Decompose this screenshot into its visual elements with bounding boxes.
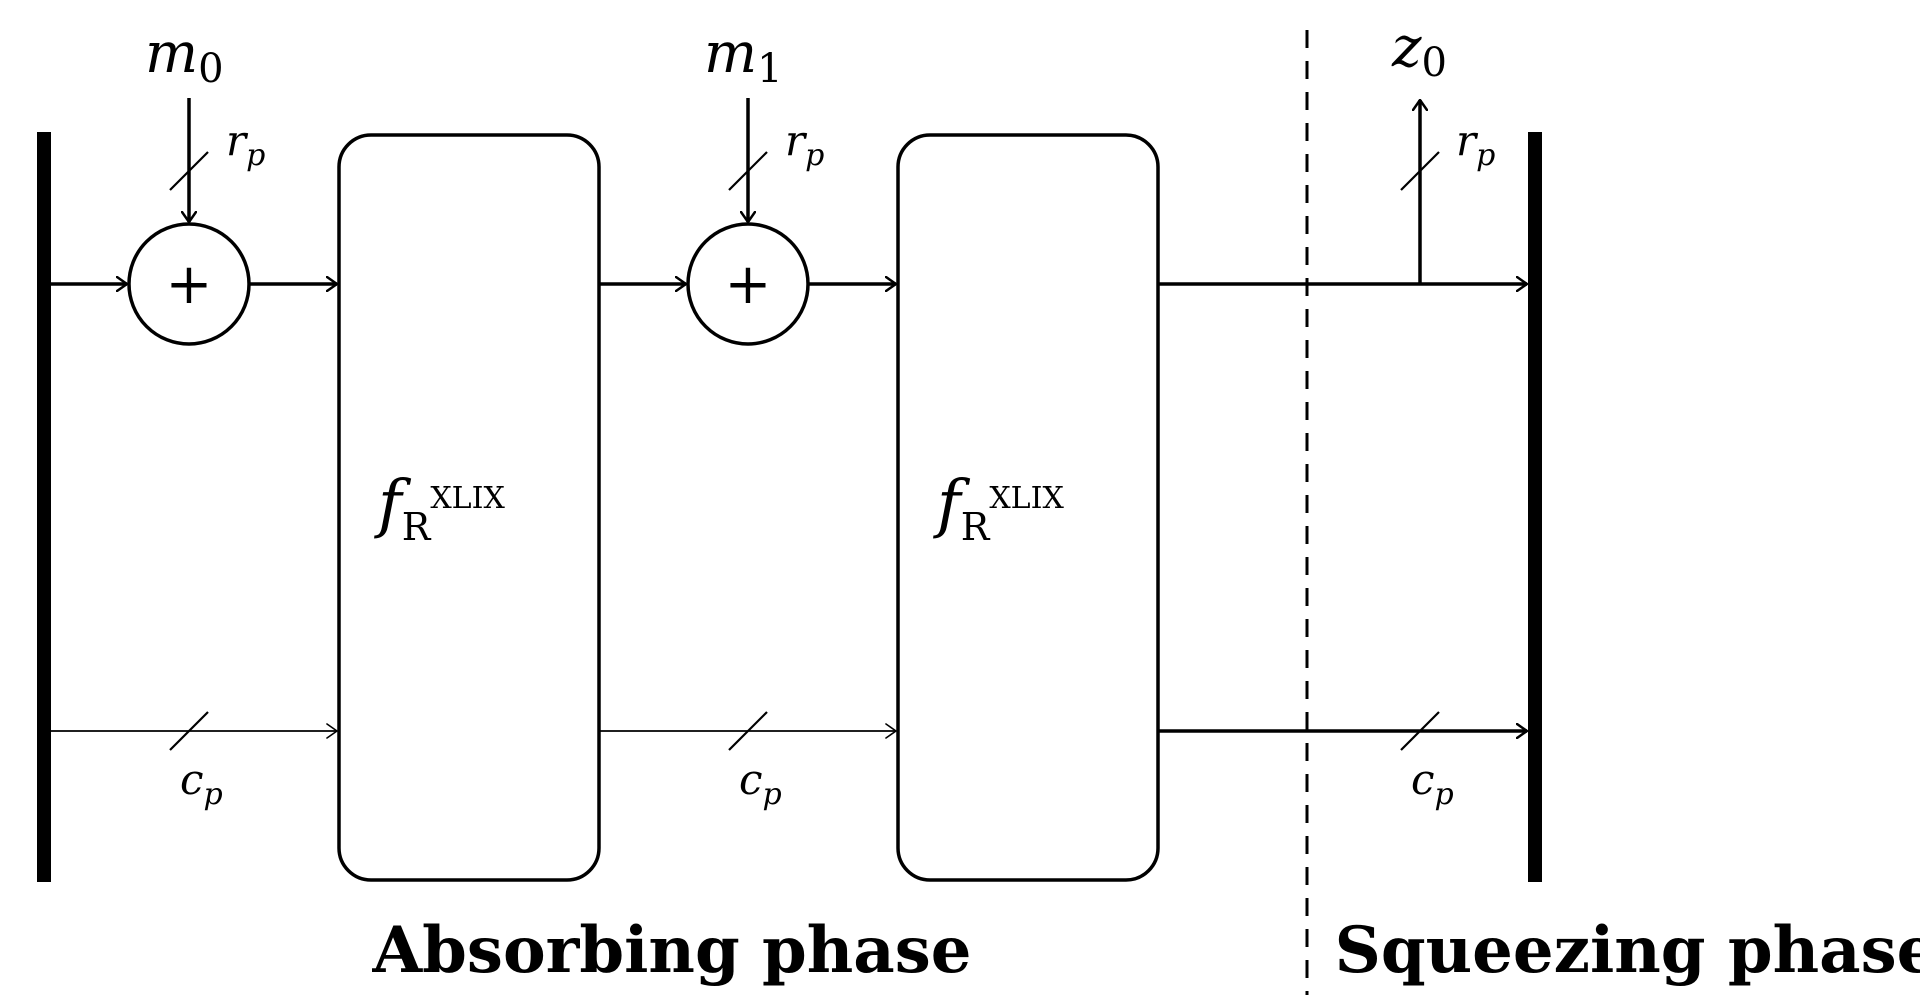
output-label-z0: z0 — [1391, 15, 1447, 86]
rate-label: rp — [226, 116, 265, 173]
capacity-label: cp — [1411, 755, 1454, 812]
absorbing-phase-title: Absorbing phase — [372, 913, 972, 988]
capacity-label: cp — [739, 755, 782, 812]
permutation-label: fRXLIX — [374, 467, 505, 549]
rate-width-tick — [169, 151, 209, 191]
capacity-width-tick — [169, 711, 209, 751]
capacity-width-tick — [1400, 711, 1440, 751]
xor-node-1: + — [127, 222, 251, 346]
capacity-width-tick — [728, 711, 768, 751]
xor-node-2: + — [686, 222, 810, 346]
rate-label: rp — [785, 116, 824, 173]
rate-width-tick — [728, 151, 768, 191]
capacity-label: cp — [180, 755, 223, 812]
xor-symbol: + — [166, 252, 213, 317]
rate-label: rp — [1456, 116, 1495, 173]
xor-symbol: + — [725, 252, 772, 317]
input-label-m0: m0 — [145, 21, 224, 92]
permutation-label: fRXLIX — [933, 467, 1064, 549]
permutation-block-1 — [337, 133, 601, 882]
input-label-m1: m1 — [704, 21, 783, 92]
rate-width-tick — [1400, 151, 1440, 191]
squeezing-phase-title: Squeezing phase — [1335, 913, 1920, 988]
permutation-block-2 — [896, 133, 1160, 882]
